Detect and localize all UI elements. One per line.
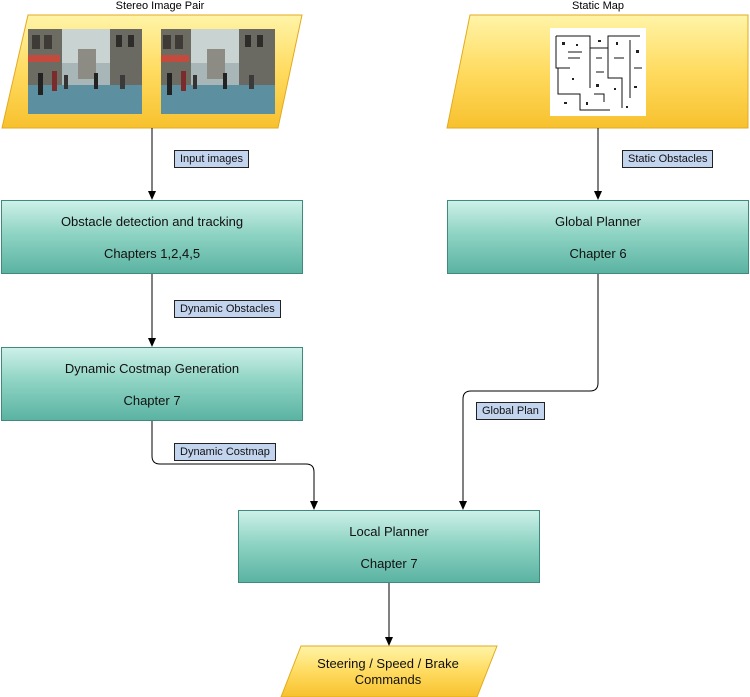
- stereo-left-image: [28, 29, 142, 114]
- edge-global-plan: [459, 274, 599, 510]
- label-static-obstacles: Static Obstacles: [622, 150, 714, 168]
- obstacle-detection-block: Obstacle detection and tracking Chapters…: [1, 200, 303, 274]
- obstacle-detection-title: Obstacle detection and tracking: [60, 214, 244, 229]
- costmap-generation-title: Dynamic Costmap Generation: [64, 361, 240, 376]
- global-planner-title: Global Planner: [555, 214, 641, 229]
- label-dynamic-obstacles: Dynamic Obstacles: [174, 300, 281, 318]
- global-planner-block: Global Planner Chapter 6: [447, 200, 749, 274]
- obstacle-detection-chapter: Chapters 1,2,4,5: [103, 246, 201, 261]
- stereo-pair-title: Stereo Image Pair: [115, 0, 205, 12]
- output-commands-label: Steering / Speed / Brake Commands: [290, 656, 486, 688]
- costmap-generation-chapter: Chapter 7: [123, 393, 181, 408]
- static-map-title: Static Map: [572, 0, 624, 12]
- static-map-image: [550, 28, 646, 116]
- local-planner-chapter: Chapter 7: [360, 556, 418, 571]
- output-commands-shape: [280, 645, 498, 697]
- output-line-2: Commands: [354, 672, 422, 687]
- local-planner-block: Local Planner Chapter 7: [238, 510, 540, 583]
- label-dynamic-costmap: Dynamic Costmap: [174, 443, 276, 461]
- output-line-1: Steering / Speed / Brake: [317, 656, 459, 671]
- edge-dynamic-costmap: [151, 421, 318, 510]
- label-input-images: Input images: [174, 150, 249, 168]
- stereo-right-image: [161, 29, 275, 114]
- local-planner-title: Local Planner: [349, 524, 429, 539]
- costmap-generation-block: Dynamic Costmap Generation Chapter 7: [1, 347, 303, 421]
- global-planner-chapter: Chapter 6: [569, 246, 627, 261]
- label-global-plan: Global Plan: [476, 402, 545, 420]
